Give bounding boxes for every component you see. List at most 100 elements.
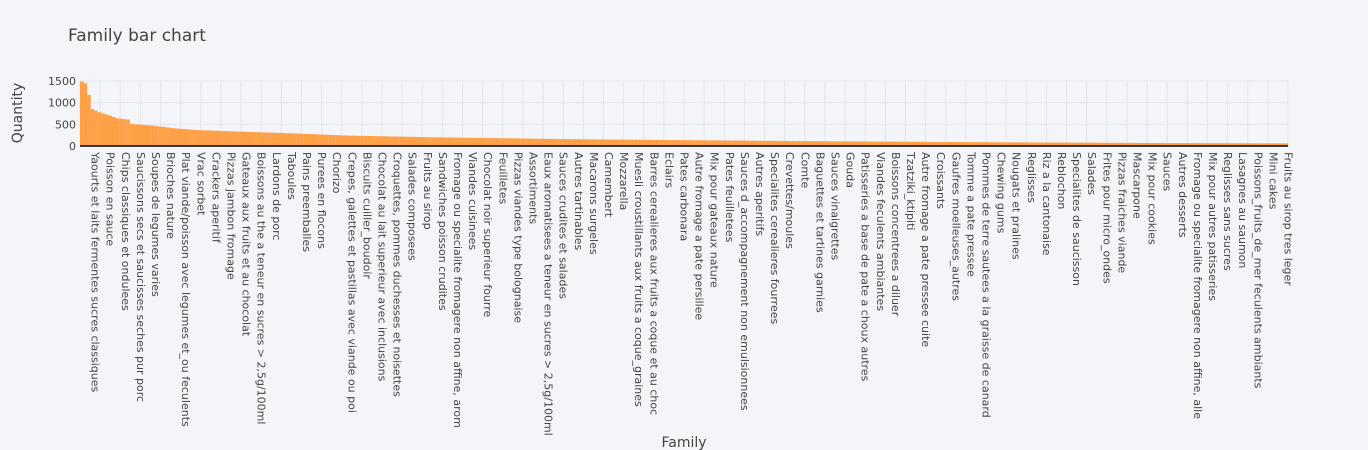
bar: [303, 133, 308, 146]
x-tick-label: Fruits au sirop tres leger: [1282, 152, 1295, 286]
bar: [1106, 142, 1111, 146]
bar: [673, 140, 677, 146]
bar: [218, 130, 223, 146]
bar: [1057, 142, 1061, 146]
bar: [133, 124, 137, 146]
bar: [421, 137, 425, 146]
x-tick-label: Pizzas fraiches viande: [1115, 152, 1128, 273]
bar: [318, 134, 322, 146]
bar: [438, 137, 443, 146]
bar: [1280, 143, 1285, 146]
chart-title: Family bar chart: [68, 26, 206, 46]
bar: [353, 135, 358, 146]
bar: [794, 141, 798, 146]
bar: [733, 140, 738, 146]
bar: [453, 137, 457, 146]
bar: [1263, 143, 1267, 146]
x-tick-label: Saucissons secs et saucisses seches pur …: [134, 152, 147, 402]
x-tick-label: Assortiments: [527, 152, 540, 224]
bar: [627, 139, 631, 146]
bar: [1177, 143, 1182, 146]
x-tick-label: Sauces vinaigrettes: [828, 152, 841, 260]
bar: [1174, 143, 1178, 146]
bar: [922, 141, 926, 146]
bar: [104, 114, 109, 146]
bar: [659, 139, 663, 146]
bar: [989, 142, 994, 146]
bar: [755, 140, 759, 146]
bar: [1152, 142, 1157, 146]
bar: [207, 130, 212, 146]
bar: [595, 139, 599, 146]
bar: [836, 141, 841, 146]
bar: [449, 137, 454, 146]
bar: [811, 141, 816, 146]
y-tick-label: 1000: [48, 97, 76, 110]
bar: [637, 139, 642, 146]
bar: [158, 126, 162, 146]
bar: [342, 135, 347, 146]
y-tick-label: 500: [55, 118, 76, 131]
bar: [1049, 142, 1054, 146]
bar: [90, 109, 95, 146]
bar: [996, 142, 1001, 146]
bar: [620, 139, 624, 146]
bar: [1188, 143, 1193, 146]
bar: [975, 142, 979, 146]
bar: [179, 128, 184, 146]
bar: [520, 138, 525, 146]
bar: [602, 139, 606, 146]
x-tick-label: Chewing gums: [995, 152, 1008, 234]
x-tick-label: Pates feuilletees: [723, 152, 736, 243]
x-tick-label: Crackers aperitif: [209, 152, 222, 244]
bar: [538, 138, 542, 146]
bar: [1184, 143, 1189, 146]
bar: [1277, 143, 1281, 146]
bar: [1209, 143, 1214, 146]
bar: [730, 140, 734, 146]
bar: [1220, 143, 1225, 146]
bar: [463, 137, 468, 146]
bar: [723, 140, 727, 146]
bar: [1085, 142, 1090, 146]
bar: [914, 141, 919, 146]
bar: [278, 132, 283, 146]
bar: [950, 141, 955, 146]
bar: [769, 140, 773, 146]
x-tick-label: Croquettes, pommes duchesses et noisette…: [391, 152, 404, 397]
x-tick-label: Boissons concentrees a diluer: [889, 152, 902, 317]
bar: [1284, 143, 1289, 146]
bar: [296, 133, 301, 146]
bar: [350, 135, 354, 146]
bar: [332, 135, 336, 146]
bar: [1121, 142, 1125, 146]
bar: [147, 125, 152, 146]
bar: [94, 110, 98, 146]
bar: [552, 138, 557, 146]
bar: [499, 138, 503, 146]
bar: [1074, 142, 1079, 146]
bar: [1078, 142, 1082, 146]
bar: [293, 133, 297, 146]
bar: [971, 142, 976, 146]
x-tick-label: Specialites de saucisson: [1070, 152, 1083, 286]
bar: [1202, 143, 1207, 146]
bar: [286, 133, 290, 146]
bar: [264, 132, 269, 146]
bar: [193, 129, 198, 146]
bar: [918, 141, 923, 146]
bar: [719, 140, 724, 146]
bar: [360, 135, 365, 146]
bar: [456, 137, 461, 146]
x-tick-label: Macarons surgeles: [587, 152, 600, 255]
bar: [801, 141, 805, 146]
bar: [211, 130, 216, 146]
bar: [382, 136, 386, 146]
bar: [868, 141, 873, 146]
bar: [1245, 143, 1249, 146]
bar: [406, 136, 411, 146]
bar: [861, 141, 866, 146]
bar: [1170, 143, 1175, 146]
bar: [609, 139, 613, 146]
